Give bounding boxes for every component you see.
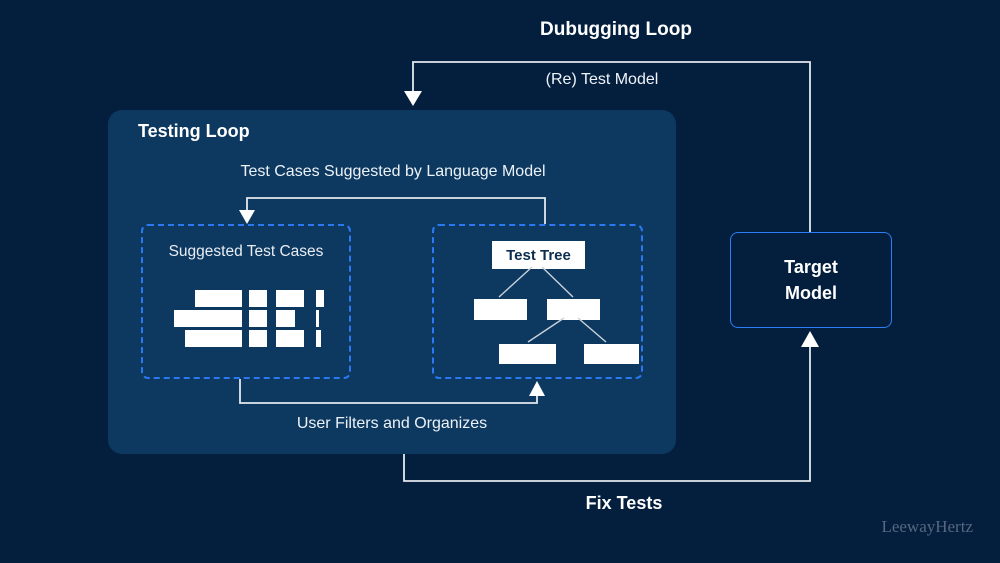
test-case-bar [249, 290, 267, 307]
debugging-loop-title: Dubugging Loop [540, 19, 692, 40]
test-case-bar [185, 330, 242, 347]
test-case-bar-cell [316, 310, 326, 327]
target-model-box: Target Model [730, 232, 892, 328]
tree-node-left [474, 299, 527, 320]
suggested-by-language-model-label: Test Cases Suggested by Language Model [240, 163, 546, 180]
fix-tests-label: Fix Tests [585, 493, 663, 513]
test-case-bar [249, 330, 267, 347]
target-model-label-line1: Target [784, 257, 838, 277]
user-filters-label: User Filters and Organizes [296, 415, 488, 432]
test-case-bar-row [174, 330, 326, 347]
arrowhead-into-testing-loop [404, 91, 422, 106]
target-model-label-line2: Model [785, 283, 837, 303]
test-case-bar [316, 330, 321, 347]
test-case-bar-cell [316, 290, 326, 307]
watermark: LeewayHertz [881, 517, 973, 536]
arrowhead-into-target-model [801, 331, 819, 347]
test-case-bar [316, 310, 319, 327]
test-case-bar [276, 330, 304, 347]
test-tree-box: Test Tree [432, 224, 643, 379]
test-case-bar-cell [174, 310, 242, 327]
test-case-bar-cell [316, 330, 326, 347]
tree-leaf-left [499, 344, 556, 364]
test-case-bar-cell [276, 310, 304, 327]
tree-leaf-right [584, 344, 639, 364]
test-case-bar-cell [249, 330, 267, 347]
test-case-bar [249, 310, 267, 327]
test-tree-root-node: Test Tree [492, 241, 585, 269]
suggested-bars [174, 290, 326, 350]
test-case-bar-cell [249, 310, 267, 327]
test-case-bar [316, 290, 324, 307]
test-case-bar-cell [174, 330, 242, 347]
test-case-bar-cell [276, 290, 304, 307]
test-case-bar [195, 290, 242, 307]
suggested-test-cases-box: Suggested Test Cases [141, 224, 351, 379]
test-case-bar-cell [174, 290, 242, 307]
test-case-bar-row [174, 290, 326, 307]
test-case-bar [174, 310, 242, 327]
test-case-bar-row [174, 310, 326, 327]
test-case-bar [276, 310, 295, 327]
tree-node-right [547, 299, 600, 320]
test-case-bar-cell [276, 330, 304, 347]
retest-model-label: (Re) Test Model [545, 71, 659, 88]
testing-loop-panel: Testing Loop Test Cases Suggested by Lan… [108, 110, 676, 454]
testing-loop-title: Testing Loop [138, 121, 250, 141]
test-case-bar [276, 290, 304, 307]
test-case-bar-cell [249, 290, 267, 307]
suggested-test-cases-title: Suggested Test Cases [168, 243, 324, 260]
test-tree-label: Test Tree [506, 246, 571, 264]
